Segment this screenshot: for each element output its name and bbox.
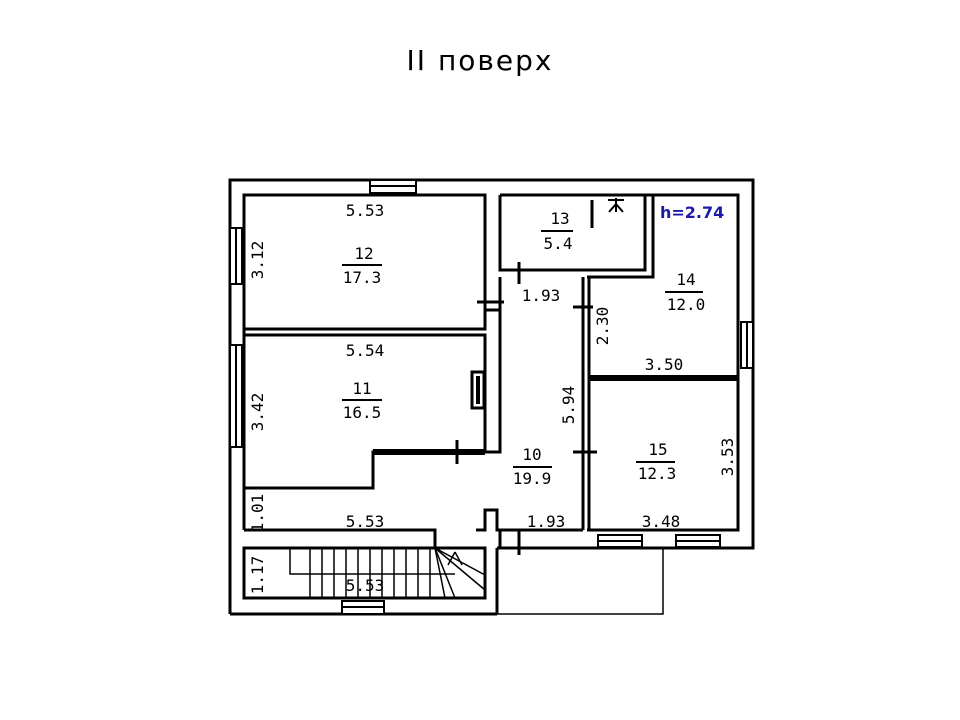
staircase[interactable] (242, 546, 487, 600)
dim-corridor-height: 1.01 (248, 494, 267, 533)
dim-r11-width: 5.54 (346, 341, 385, 360)
room-area: 17.3 (343, 268, 382, 287)
dim-hall-bottom-width: 1.93 (527, 512, 566, 531)
room-10-label: 10 19.9 (513, 445, 552, 488)
dim-hall-top-width: 1.93 (522, 286, 561, 305)
room-11-label: 11 16.5 (342, 379, 382, 422)
dim-corridor-width: 5.53 (346, 512, 385, 531)
room-12-label: 12 17.3 (342, 244, 382, 287)
sink-icon (608, 198, 624, 213)
windows (229, 179, 754, 615)
room-area: 19.9 (513, 469, 552, 488)
dim-stair-height: 1.17 (248, 556, 267, 595)
dim-r15-height: 3.53 (718, 438, 737, 477)
dim-r14-height: 2.30 (593, 307, 612, 346)
dim-r12-height: 3.12 (248, 241, 267, 280)
room-number: 11 (352, 379, 371, 398)
interior-walls (242, 193, 738, 548)
ceiling-height: h=2.74 (660, 203, 724, 222)
room-number: 10 (522, 445, 541, 464)
floor-title: II поверх (406, 44, 554, 77)
dim-r11-height: 3.42 (248, 393, 267, 432)
room-area: 5.4 (544, 234, 573, 253)
dim-r15-width: 3.48 (642, 512, 681, 531)
room-area: 12.3 (638, 464, 677, 483)
room-15-label: 15 12.3 (636, 440, 676, 483)
room-area: 16.5 (343, 403, 382, 422)
dim-r12-width: 5.53 (346, 201, 385, 220)
room-area: 12.0 (667, 295, 706, 314)
room-13-label: 13 5.4 (541, 209, 573, 253)
door-marks (455, 262, 597, 555)
room-14-label: 14 12.0 (665, 270, 705, 314)
dim-stair-width: 5.53 (346, 576, 385, 595)
dimensions: 5.53 3.12 5.54 3.42 1.93 2.30 3.50 5.94 … (248, 201, 737, 595)
dim-hall-length: 5.94 (559, 386, 578, 425)
room-number: 12 (354, 244, 373, 263)
dim-r14-width: 3.50 (645, 355, 684, 374)
room-number: 15 (648, 440, 667, 459)
room-number: 13 (550, 209, 569, 228)
room-number: 14 (676, 270, 695, 289)
